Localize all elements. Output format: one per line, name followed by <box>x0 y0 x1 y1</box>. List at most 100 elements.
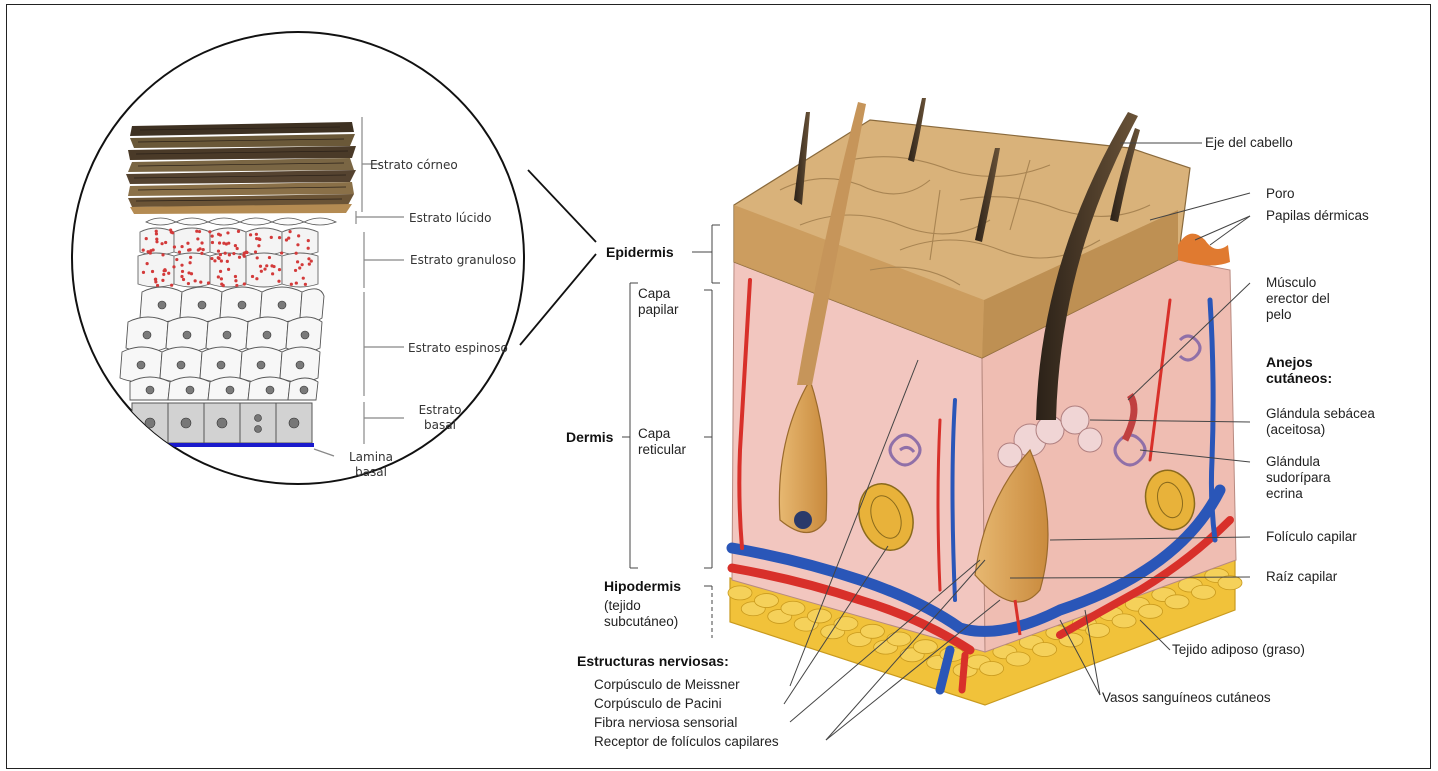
granule <box>149 249 152 252</box>
nucleus <box>186 386 194 394</box>
granule <box>255 277 258 280</box>
stratum-spinosum-cells <box>120 287 324 400</box>
granule <box>259 265 262 268</box>
granule <box>187 271 190 274</box>
granule <box>169 228 172 231</box>
granule <box>182 278 185 281</box>
nucleus <box>238 301 246 309</box>
granule <box>288 230 291 233</box>
granule <box>172 265 175 268</box>
fat-cell <box>913 640 937 654</box>
label-estrato-lucido: Estrato lúcido <box>409 211 492 226</box>
label-estrato-espinoso: Estrato espinoso <box>408 341 508 356</box>
granule <box>155 232 158 235</box>
fat-cell <box>1139 604 1163 618</box>
granule <box>301 263 304 266</box>
nucleus <box>263 331 271 339</box>
skin-block <box>728 98 1242 705</box>
dermal-papillae <box>1178 234 1230 266</box>
label-receptor-foliculos: Receptor de folículos capilares <box>594 734 779 750</box>
granule <box>178 250 181 253</box>
label-fibra-nerviosa: Fibra nerviosa sensorial <box>594 715 737 731</box>
granule <box>226 231 229 234</box>
granule <box>181 270 184 273</box>
nucleus <box>158 301 166 309</box>
granule <box>173 245 176 248</box>
nucleus <box>296 361 304 369</box>
granule <box>277 280 280 283</box>
granule <box>180 275 183 278</box>
granule <box>142 271 145 274</box>
granule <box>211 235 214 238</box>
granule <box>295 281 298 284</box>
fat-cell <box>1192 585 1216 599</box>
granule <box>257 244 260 247</box>
granule <box>187 282 190 285</box>
granule <box>290 283 293 286</box>
granule <box>285 238 288 241</box>
label-lamina-basal: Lamina basal <box>346 450 396 480</box>
granule <box>218 241 221 244</box>
granule <box>255 233 258 236</box>
granule <box>217 256 220 259</box>
granule <box>198 230 201 233</box>
granule <box>228 253 231 256</box>
epidermis-inset <box>72 32 596 484</box>
granule <box>195 230 198 233</box>
granule <box>213 259 216 262</box>
granule <box>234 275 237 278</box>
granule <box>278 268 281 271</box>
granule <box>217 250 220 253</box>
label-tejido-adiposo: Tejido adiposo (graso) <box>1172 642 1305 658</box>
granule <box>151 270 154 273</box>
granule <box>160 242 163 245</box>
granule <box>194 279 197 282</box>
granule <box>294 269 297 272</box>
nucleus <box>266 386 274 394</box>
label-poro: Poro <box>1266 186 1295 202</box>
granule <box>256 256 259 259</box>
fat-cell <box>728 586 752 600</box>
stratum-granulosum-cells <box>138 228 318 287</box>
granule <box>296 243 299 246</box>
granule <box>310 259 313 262</box>
granule <box>219 253 222 256</box>
granule <box>243 255 246 258</box>
granule <box>297 234 300 237</box>
label-anejos-cutaneos: Anejos cutáneos: <box>1266 354 1346 386</box>
granule <box>161 279 164 282</box>
nucleus <box>300 386 308 394</box>
granule <box>254 250 257 253</box>
granule <box>226 260 229 263</box>
nucleus <box>198 301 206 309</box>
nucleus <box>143 331 151 339</box>
granule <box>200 241 203 244</box>
granule <box>234 244 237 247</box>
granule <box>304 283 307 286</box>
fat-cell <box>1033 642 1057 656</box>
zoom-lines <box>520 170 596 345</box>
granule <box>296 260 299 263</box>
nucleus <box>146 386 154 394</box>
granule <box>260 270 263 273</box>
granule <box>207 281 210 284</box>
granule <box>196 237 199 240</box>
granule <box>245 251 248 254</box>
granule <box>217 233 220 236</box>
nucleus <box>217 361 225 369</box>
nucleus <box>177 361 185 369</box>
granule <box>278 236 281 239</box>
fat-cell <box>1218 576 1242 590</box>
granule <box>258 238 261 241</box>
nucleus <box>226 386 234 394</box>
label-raiz-capilar: Raíz capilar <box>1266 569 1337 585</box>
granule <box>145 237 148 240</box>
granule <box>175 258 178 261</box>
granule <box>163 268 166 271</box>
label-epidermis: Epidermis <box>606 244 674 260</box>
label-estructuras-nerviosas: Estructuras nerviosas: <box>577 653 729 669</box>
granule <box>237 230 240 233</box>
granule <box>234 279 237 282</box>
nucleus <box>301 331 309 339</box>
